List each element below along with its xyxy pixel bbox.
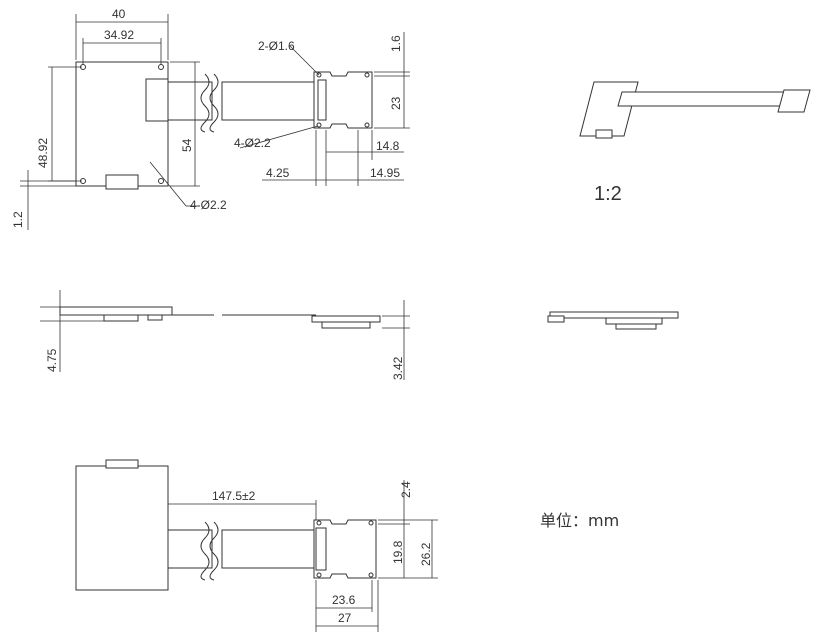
side-chip (147, 314, 163, 321)
flex-cable (167, 81, 213, 121)
iso-connector (595, 129, 613, 139)
bottom-connector (105, 459, 139, 469)
dim-hole-small: 2-Ø1.6 (258, 39, 295, 53)
board-connector (145, 78, 169, 122)
dim-h-262: 26.2 (419, 542, 433, 566)
dim-w-27: 27 (338, 611, 352, 625)
dim-w-148: 14.8 (376, 139, 400, 153)
bottom-board (75, 465, 169, 591)
mount-hole (364, 122, 370, 128)
dim-hole-large-b: 4-Ø2.2 (234, 136, 271, 150)
dim-top-24: 2.4 (399, 481, 413, 498)
side-proj-board (549, 311, 679, 319)
side-view: 4.75 3.42 (40, 290, 679, 380)
dim-cable-length: 147.5±2 (212, 489, 256, 503)
scale-label: 1:2 (594, 183, 622, 205)
dim-height-54: 54 (180, 138, 194, 152)
break-mark (200, 521, 210, 581)
unit-label: 单位：mm (540, 511, 619, 530)
mount-hole (158, 64, 164, 70)
dim-w-1495: 14.95 (370, 166, 400, 180)
break-mark (200, 73, 210, 133)
dim-height-23: 23 (389, 96, 403, 110)
mount-hole (316, 122, 322, 128)
dim-w-425: 4.25 (266, 166, 290, 180)
dim-height-4892: 48.92 (36, 138, 50, 168)
flex-cable (221, 81, 315, 121)
isometric-view: 1:2 (579, 81, 811, 205)
dim-width-40: 40 (112, 7, 126, 21)
break-mark (209, 73, 219, 133)
leader-line (289, 45, 320, 76)
bottom-module-connector (315, 527, 327, 571)
mount-hole (316, 520, 322, 526)
dim-offset-12: 1.2 (11, 211, 25, 228)
side-module (311, 315, 381, 323)
mount-hole (158, 178, 164, 184)
module-connector (317, 79, 327, 121)
side-proj-base (615, 323, 657, 330)
dim-h-342: 3.42 (391, 356, 405, 380)
side-module-base (321, 321, 371, 329)
mount-hole (364, 72, 370, 78)
bottom-module (313, 519, 377, 579)
dim-hole-large-a: 4-Ø2.2 (190, 198, 227, 212)
bottom-view: 147.5±2 2.4 19.8 26.2 23.6 27 (75, 459, 438, 632)
mount-hole (368, 520, 374, 526)
side-board (59, 306, 173, 316)
side-connector (103, 314, 139, 322)
dim-width-3492: 34.92 (104, 28, 134, 42)
iso-board (579, 81, 639, 137)
mount-hole (316, 72, 322, 78)
side-proj-module (605, 317, 663, 325)
mount-hole (368, 572, 374, 578)
bottom-cable (221, 529, 315, 569)
iso-cable (617, 91, 787, 107)
side-proj-tab (547, 315, 565, 323)
dim-h-198: 19.8 (391, 540, 405, 564)
bottom-connector (105, 174, 139, 190)
iso-module (777, 89, 811, 113)
mount-hole (316, 572, 322, 578)
top-view: 40 34.92 48.92 54 1.2 4-Ø2.2 2-Ø1.6 4-Ø2… (11, 7, 410, 230)
bottom-cable (167, 529, 213, 569)
dim-w-236: 23.6 (332, 593, 356, 607)
camera-module (313, 71, 373, 129)
leader-line (239, 125, 319, 149)
break-mark (209, 521, 219, 581)
dim-h-475: 4.75 (45, 348, 59, 372)
leader-line (149, 161, 187, 207)
dim-top-16: 1.6 (389, 35, 403, 52)
